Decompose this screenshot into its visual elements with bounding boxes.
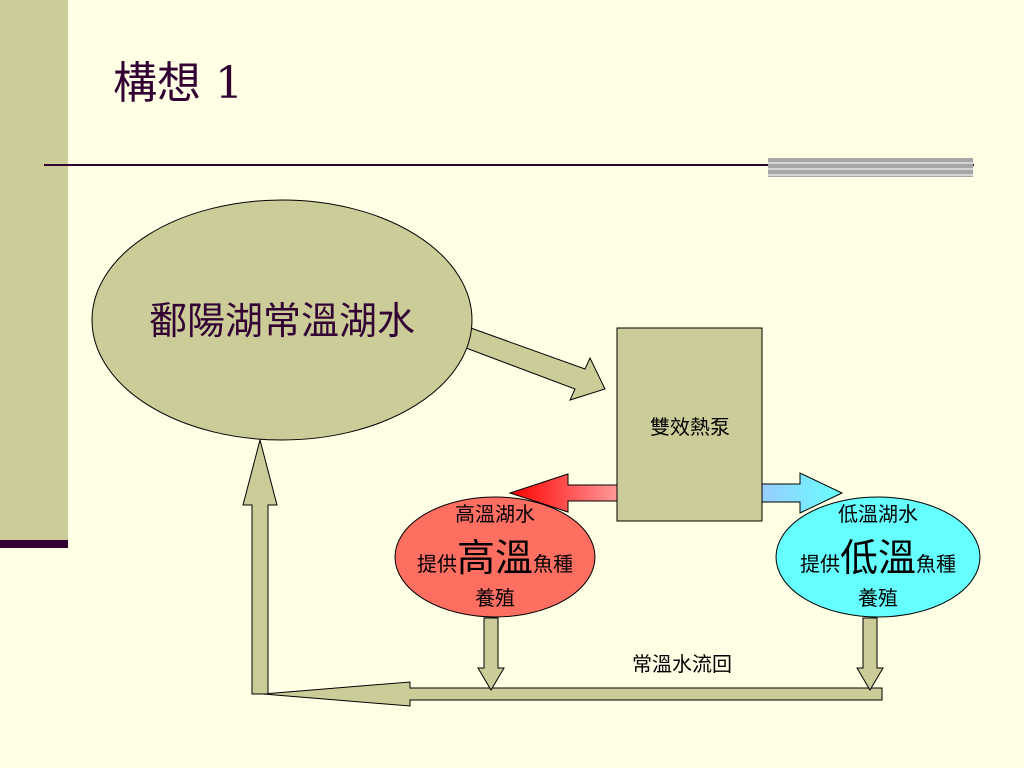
low-temp-line2-post: 魚種 bbox=[916, 552, 956, 576]
low-temp-down-arrow bbox=[856, 617, 884, 691]
low-temp-line2: 提供低溫魚種 bbox=[800, 536, 956, 580]
low-temp-line2-big: 低溫 bbox=[840, 536, 916, 580]
left-accent-bar bbox=[0, 0, 68, 540]
left-accent-underline bbox=[0, 540, 68, 548]
high-temp-line2-post: 魚種 bbox=[533, 552, 573, 576]
high-temp-line2-big: 高溫 bbox=[457, 536, 533, 580]
low-temp-line1: 低溫湖水 bbox=[838, 502, 918, 526]
high-temp-line2: 提供高溫魚種 bbox=[417, 536, 573, 580]
high-temp-line2-pre: 提供 bbox=[417, 552, 457, 576]
high-temp-lake-node bbox=[394, 496, 596, 618]
intake-arrow bbox=[457, 326, 606, 401]
return-flow-label: 常溫水流回 bbox=[632, 652, 732, 676]
title-divider bbox=[44, 164, 974, 166]
source-lake-label: 鄱陽湖常溫湖水 bbox=[149, 299, 415, 343]
return-up-arrow bbox=[242, 438, 278, 695]
return-flow-arrow bbox=[262, 681, 883, 707]
heat-pump-node bbox=[616, 327, 763, 522]
source-lake-node bbox=[91, 199, 473, 441]
cold-water-arrow bbox=[761, 472, 844, 514]
low-temp-lake-node bbox=[775, 496, 981, 618]
high-temp-line3: 養殖 bbox=[475, 586, 515, 610]
slide-title: 構想 1 bbox=[113, 58, 243, 109]
high-temp-down-arrow bbox=[477, 617, 505, 691]
high-temp-line1: 高溫湖水 bbox=[455, 502, 535, 526]
low-temp-line2-pre: 提供 bbox=[800, 552, 840, 576]
heat-pump-label: 雙效熱泵 bbox=[650, 415, 730, 439]
low-temp-line3: 養殖 bbox=[858, 586, 898, 610]
divider-accent-block bbox=[768, 158, 973, 177]
